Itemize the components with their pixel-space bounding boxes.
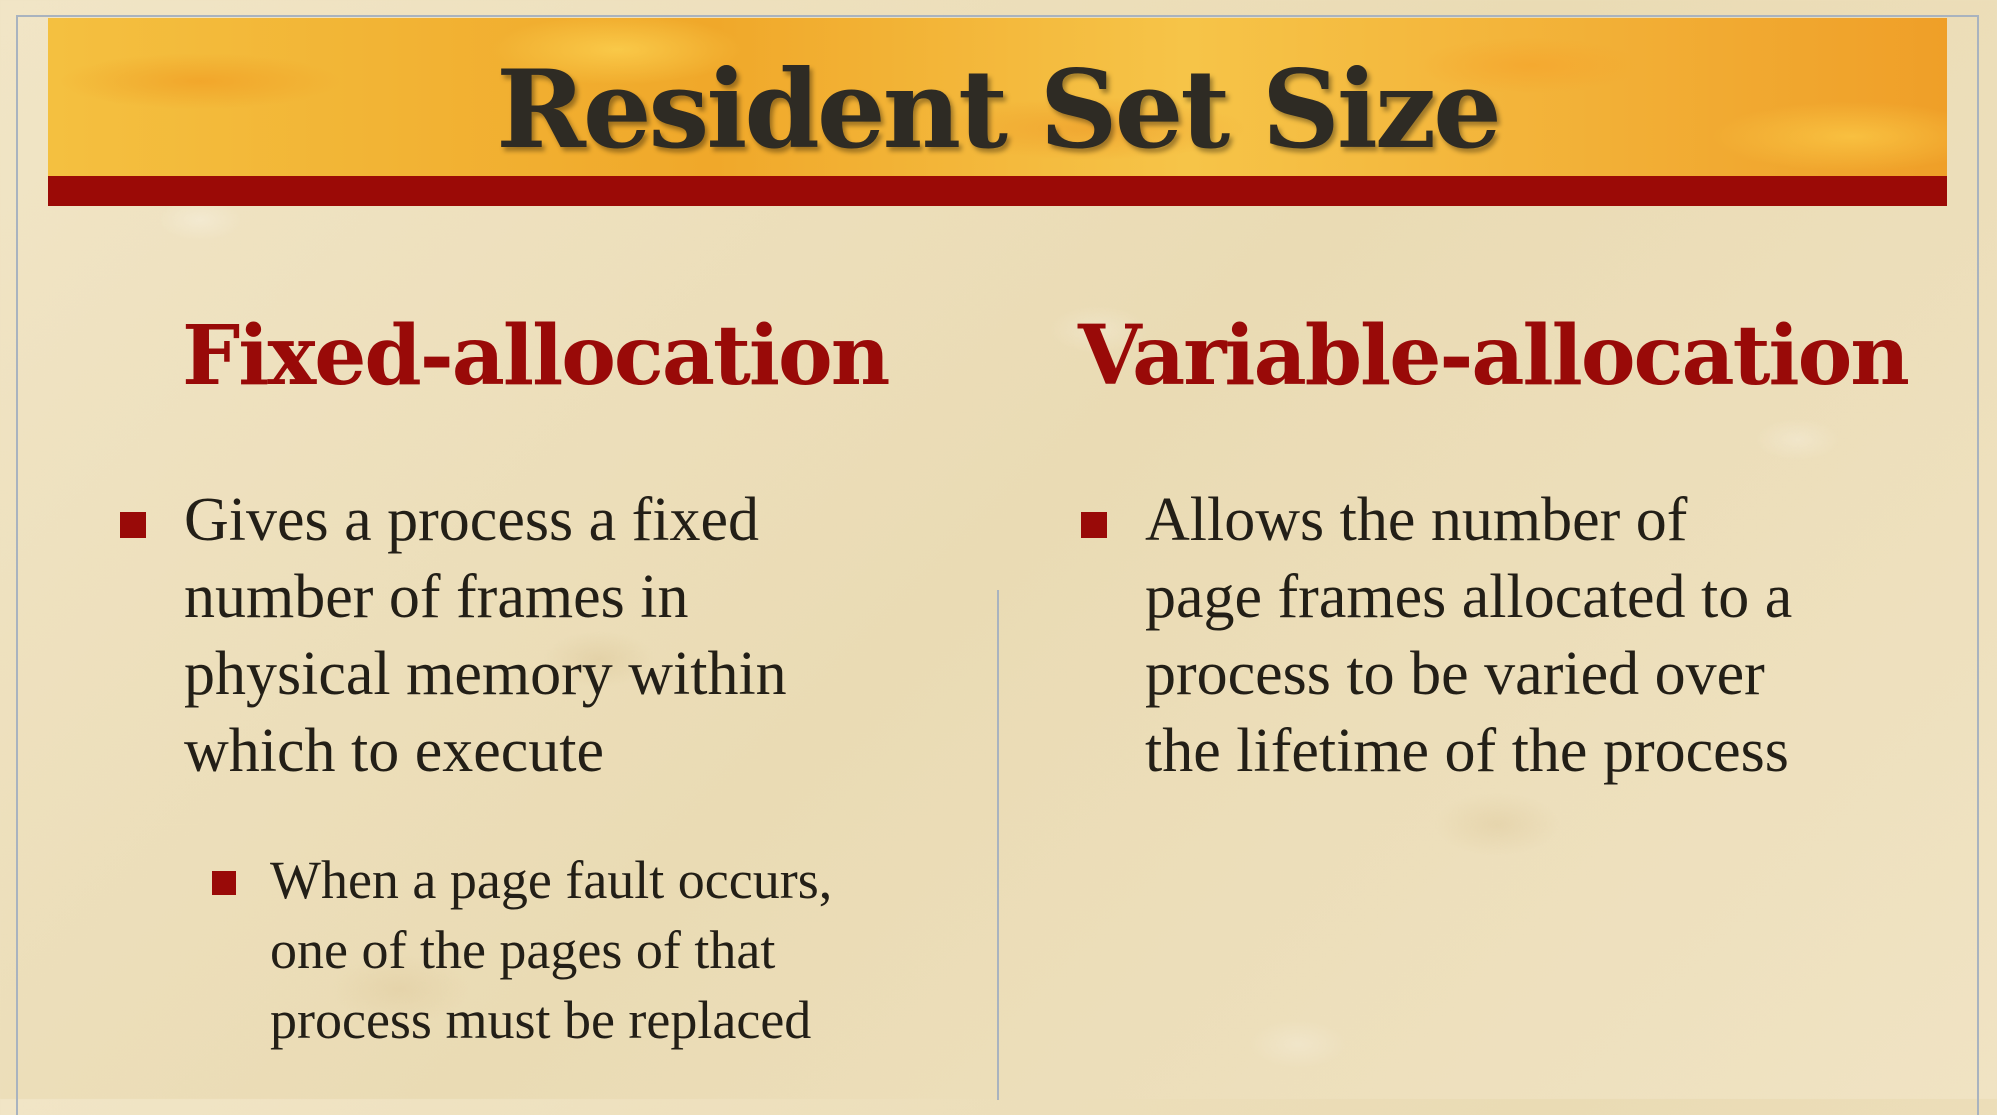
text-line: process must be replaced (270, 990, 812, 1050)
left-column-heading: Fixed-allocation (182, 308, 890, 404)
right-column-heading: Variable-allocation (1078, 308, 1910, 404)
square-bullet-icon (212, 871, 236, 895)
left-sub-bullet: When a page fault occurs, one of the pag… (212, 845, 932, 1055)
right-bullet-text: Allows the number of page frames allocat… (1145, 482, 1792, 790)
text-line: which to execute (184, 717, 605, 785)
text-line: one of the pages of that (270, 920, 776, 980)
square-bullet-icon (120, 512, 146, 538)
text-line: When a page fault occurs, (270, 850, 833, 910)
title-band (48, 18, 1947, 176)
slide-frame (16, 15, 1979, 1115)
column-divider (997, 590, 999, 1100)
slide-title: Resident Set Size (496, 47, 1502, 173)
title-underline-bar (48, 176, 1947, 206)
right-bullet: Allows the number of page frames allocat… (1081, 482, 1911, 790)
text-line: physical memory within (184, 640, 787, 708)
text-line: the lifetime of the process (1145, 717, 1789, 785)
left-bullet: Gives a process a fixed number of frames… (120, 482, 880, 790)
text-line: Allows the number of (1145, 486, 1688, 554)
text-line: page frames allocated to a (1145, 563, 1793, 631)
left-sub-bullet-text: When a page fault occurs, one of the pag… (270, 845, 832, 1055)
text-line: Gives a process a fixed (184, 486, 760, 554)
left-bullet-text: Gives a process a fixed number of frames… (184, 482, 787, 790)
text-line: process to be varied over (1145, 640, 1765, 708)
square-bullet-icon (1081, 512, 1107, 538)
text-line: number of frames in (184, 563, 689, 631)
